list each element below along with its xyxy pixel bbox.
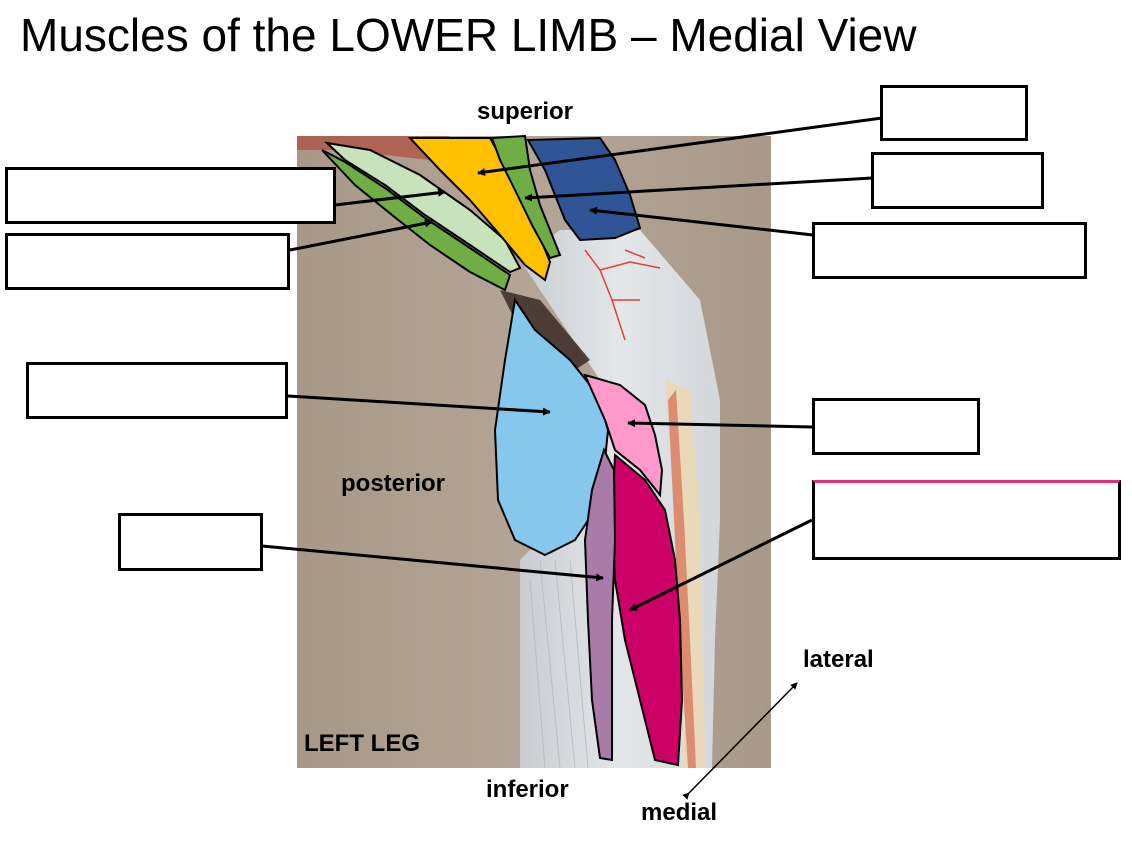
blood-vessels <box>584 249 661 341</box>
label-lateral: lateral <box>803 646 874 673</box>
answer-box-left-2[interactable] <box>5 233 290 290</box>
label-superior: superior <box>477 98 574 125</box>
arrow-left-2 <box>289 219 433 252</box>
medial-lateral-arrow <box>682 682 798 800</box>
arrow-right-3 <box>589 206 814 237</box>
muscle-mauve <box>583 447 617 762</box>
label-posterior: posterior <box>341 470 446 497</box>
muscle-gastrocnemius-light-blue <box>493 297 610 557</box>
answer-box-left-3[interactable] <box>26 362 288 419</box>
arrow-left-4 <box>261 544 604 582</box>
leader-arrows <box>261 116 883 612</box>
muscle-gracilis-green <box>321 149 512 292</box>
page-title: Muscles of the LOWER LIMB – Medial View <box>20 9 917 61</box>
muscle-pink <box>583 373 664 498</box>
answer-box-right-5[interactable] <box>812 480 1121 560</box>
answer-box-right-2[interactable] <box>871 152 1044 209</box>
tendon-fibers <box>529 559 589 769</box>
muscle-sartorius-light-green <box>323 141 522 274</box>
top-red-tissue <box>297 136 450 160</box>
label-medial: medial <box>641 799 718 826</box>
arrow-left-3 <box>287 394 551 416</box>
label-inferior: inferior <box>486 776 569 803</box>
arrow-right-5 <box>629 518 813 612</box>
lateral-red-strip <box>668 390 696 768</box>
answer-box-top-right[interactable] <box>880 85 1028 141</box>
arrow-right-2 <box>524 176 873 202</box>
arrow-right-4 <box>627 419 813 429</box>
answer-box-left-1[interactable] <box>5 167 336 224</box>
label-left-leg: LEFT LEG <box>304 730 420 757</box>
muscle-magenta <box>610 452 684 767</box>
arrow-top-right <box>477 116 883 177</box>
arrow-left-1 <box>334 188 446 207</box>
answer-box-left-4[interactable] <box>118 513 263 571</box>
answer-box-right-3[interactable] <box>812 222 1087 279</box>
answer-box-right-4[interactable] <box>812 398 980 455</box>
